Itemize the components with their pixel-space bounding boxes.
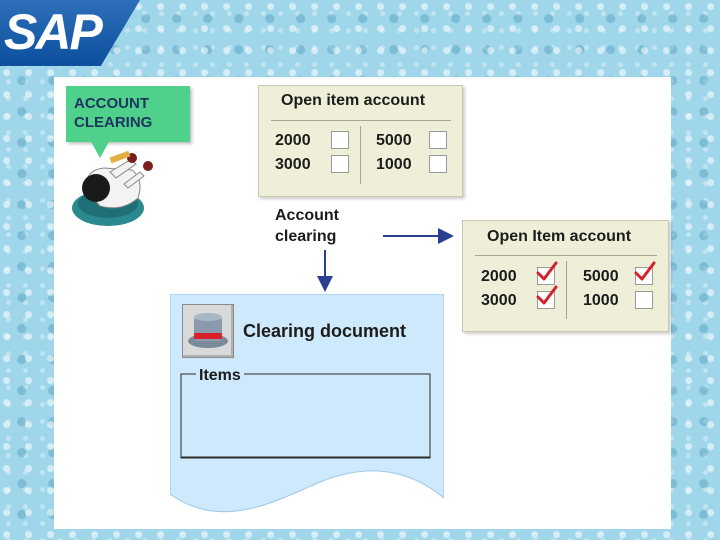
clearing-document — [170, 294, 444, 513]
account-clearing-callout — [66, 86, 190, 142]
clearing-document-title: Clearing document — [243, 321, 407, 341]
amount-5000: 5000 — [376, 132, 412, 149]
panel-divider — [271, 120, 451, 121]
item-checkbox[interactable] — [429, 131, 447, 149]
panel-title: Open Item account — [487, 228, 632, 245]
amount-5000: 5000 — [583, 268, 619, 285]
sap-logo-text: SAP — [4, 4, 103, 60]
check-mark-icon — [536, 285, 558, 305]
item-checkbox[interactable] — [429, 155, 447, 173]
callout-text: ACCOUNT CLEARING — [74, 95, 153, 131]
document-hat-icon — [182, 304, 234, 358]
amount-1000: 1000 — [376, 156, 412, 173]
check-mark-icon — [536, 261, 558, 281]
panel-divider — [475, 255, 657, 256]
amount-2000: 2000 — [275, 132, 311, 149]
check-mark-icon — [634, 261, 656, 281]
item-checkbox[interactable] — [635, 291, 653, 309]
amount-2000: 2000 — [481, 268, 517, 285]
item-checkbox[interactable] — [331, 131, 349, 149]
person-at-desk-icon — [72, 150, 153, 226]
panel-column-divider — [566, 261, 567, 319]
amount-3000: 3000 — [275, 156, 311, 173]
items-label: Items — [196, 367, 244, 385]
open-item-account-panel: Open item account 2000 3000 5000 1000 — [258, 85, 463, 197]
account-clearing-label: Account clearing — [275, 207, 339, 245]
amount-3000: 3000 — [481, 292, 517, 309]
amount-1000: 1000 — [583, 292, 619, 309]
panel-column-divider — [360, 126, 361, 184]
open-item-account-cleared-panel: Open Item account 2000 3000 5000 1000 — [462, 220, 669, 332]
callout-tail — [90, 140, 110, 158]
item-checkbox[interactable] — [331, 155, 349, 173]
panel-title: Open item account — [281, 92, 426, 109]
